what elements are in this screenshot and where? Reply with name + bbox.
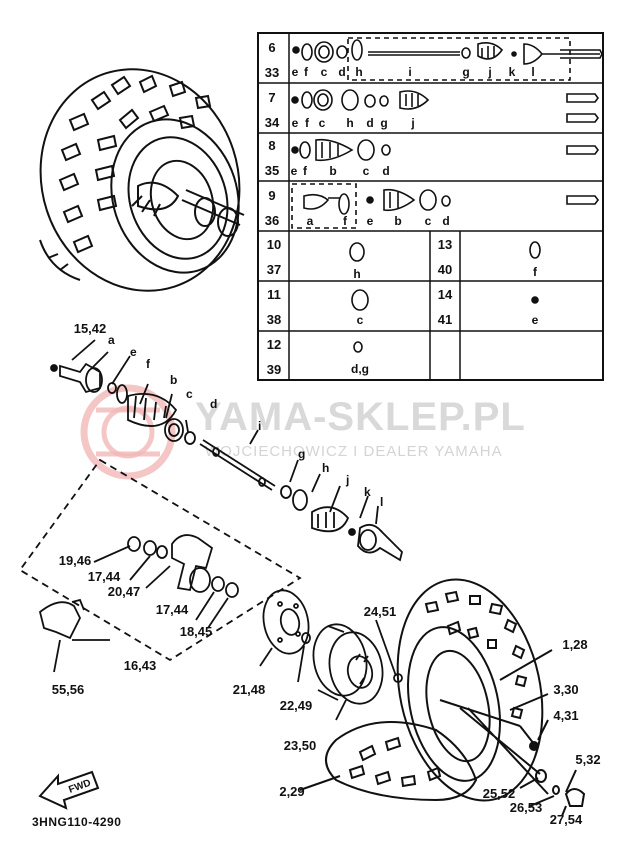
row-ref-top: 6: [268, 40, 275, 55]
row-letter: c: [321, 65, 328, 79]
row-letter: d: [442, 214, 449, 228]
row-letter: j: [487, 65, 491, 79]
part-letter: l: [380, 495, 383, 509]
row-letter: b: [329, 164, 336, 178]
fwd-arrow-icon: FWD: [38, 770, 100, 810]
row-ref-bottom: 37: [267, 262, 281, 277]
watermark: YAMA-SKLEP.PL WOJCIECHOWICZ I DEALER YAM…: [80, 384, 526, 480]
row-letter: c: [357, 313, 364, 327]
row-letter: h: [353, 267, 360, 281]
rear-wheel-illustration: [299, 578, 586, 817]
row-ref-top: 13: [438, 237, 452, 252]
part-letter: e: [130, 345, 137, 359]
row-letter: c: [425, 214, 432, 228]
row-letter: c: [363, 164, 370, 178]
callout-label: 26,53: [510, 800, 543, 815]
row-ref-bottom: 34: [265, 115, 280, 130]
callout-label: 17,44: [88, 569, 121, 584]
row-letter: g: [380, 116, 387, 130]
row-letter: g: [462, 65, 469, 79]
row-ref-bottom: 33: [265, 65, 279, 80]
callout-label: 2,29: [279, 784, 304, 799]
callout-label: 17,44: [156, 602, 189, 617]
callout-label: 20,47: [108, 584, 141, 599]
row-ref-top: 14: [438, 287, 453, 302]
row-ref-top: 11: [267, 287, 281, 302]
callout-label: 55,56: [52, 682, 85, 697]
knuckle-assembly: [18, 458, 302, 673]
part-letter: a: [108, 333, 115, 347]
part-letter: g: [298, 447, 305, 461]
part-letter: i: [258, 419, 261, 433]
row-letter: f: [343, 214, 348, 228]
row-ref-top: 10: [267, 237, 281, 252]
row-ref-top: 8: [268, 138, 275, 153]
part-letter: f: [146, 357, 151, 371]
callout-label: 22,49: [280, 698, 313, 713]
row-letter: l: [531, 65, 534, 79]
row-ref-top: 9: [268, 188, 275, 203]
row-ref-bottom: 38: [267, 312, 281, 327]
callout-label: 4,31: [553, 708, 578, 723]
callout-label: 27,54: [550, 812, 583, 827]
row-letter: h: [355, 65, 362, 79]
row-letter: d: [382, 164, 389, 178]
row-ref-bottom: 40: [438, 262, 452, 277]
row-letter: j: [410, 116, 414, 130]
parts-table: 6 33 7 34 8 35 9 36 10 37 11 38 12 39 13…: [257, 32, 604, 381]
row-letter: e: [367, 214, 374, 228]
part-letter: k: [364, 485, 371, 499]
diagram-code: 3HNG110-4290: [32, 815, 121, 829]
row-letter: d: [366, 116, 373, 130]
callout-label: 21,48: [233, 682, 266, 697]
row-letter: h: [346, 116, 353, 130]
row-letter: k: [509, 65, 516, 79]
row-letter: e: [532, 313, 539, 327]
row-letter: a: [307, 214, 314, 228]
row-letter: f: [304, 65, 309, 79]
row-letter: e: [292, 65, 299, 79]
row-letter: d,g: [351, 362, 369, 376]
callout-label: 18,45: [180, 624, 213, 639]
brake-disc-and-hub: [259, 589, 403, 721]
callout-label: 19,46: [59, 553, 92, 568]
callout-label: 25,52: [483, 786, 516, 801]
part-letter: h: [322, 461, 329, 475]
row-letter: i: [408, 65, 411, 79]
part-letter: c: [186, 387, 193, 401]
row-letter: d: [338, 65, 345, 79]
row-ref-bottom: 39: [267, 362, 281, 377]
row-ref-top: 12: [267, 337, 281, 352]
row-letter: c: [319, 116, 326, 130]
row-ref-top: 7: [268, 90, 275, 105]
part-letter: b: [170, 373, 177, 387]
callout-label: 24,51: [364, 604, 397, 619]
row-letter: e: [291, 164, 298, 178]
watermark-sub-text: WOJCIECHOWICZ I DEALER YAMAHA: [205, 443, 503, 460]
row-ref-bottom: 41: [438, 312, 452, 327]
row-ref-bottom: 36: [265, 213, 279, 228]
callout-label: 5,32: [575, 752, 600, 767]
front-wheel-illustration: [39, 68, 245, 292]
driveshaft-exploded: [50, 339, 403, 562]
row-letter: f: [303, 164, 308, 178]
watermark-main-text: YAMA-SKLEP.PL: [195, 395, 526, 439]
callout-label: 3,30: [553, 682, 578, 697]
row-letter: e: [292, 116, 299, 130]
row-letter: f: [305, 116, 310, 130]
row-letter: f: [533, 265, 538, 279]
part-letter: j: [345, 473, 349, 487]
row-letter: b: [394, 214, 401, 228]
callout-label: 16,43: [124, 658, 157, 673]
callout-label: 1,28: [562, 637, 587, 652]
part-letter: d: [210, 397, 217, 411]
callout-label: 23,50: [284, 738, 317, 753]
callout-label: 15,42: [74, 321, 107, 336]
row-ref-bottom: 35: [265, 163, 279, 178]
